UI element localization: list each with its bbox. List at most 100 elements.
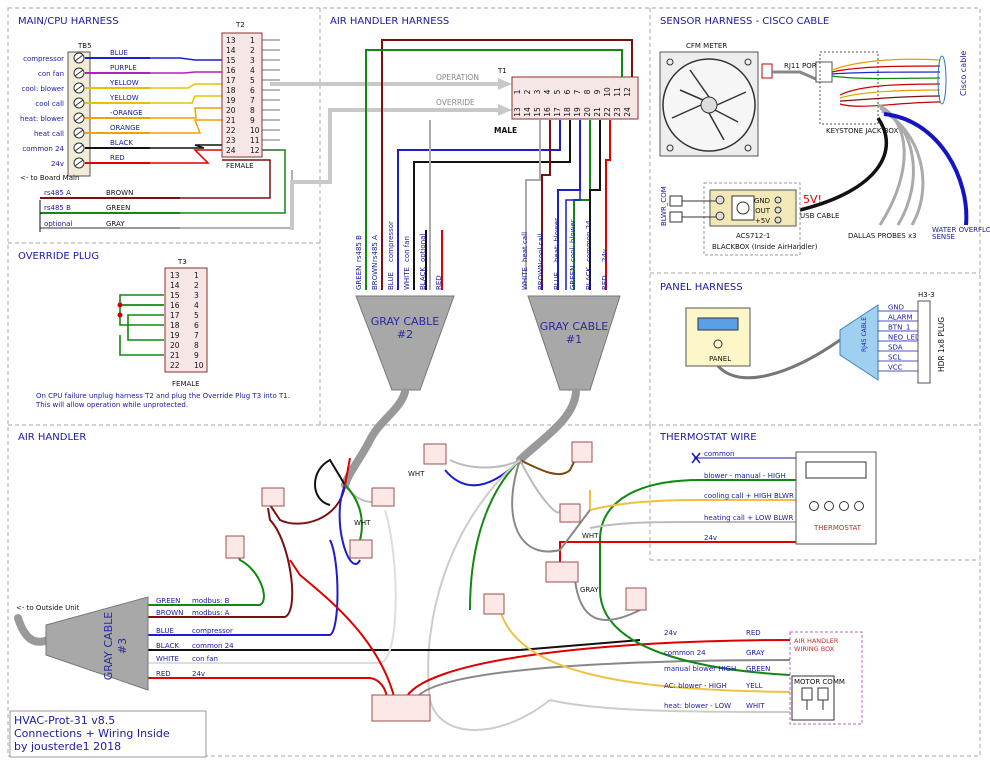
tb5-wire-route [150, 83, 222, 89]
t2-pin-right: 9 [250, 116, 255, 125]
t1-pin-top: 5 [553, 89, 562, 94]
panel-signal-label: NEO_LED [888, 334, 920, 342]
wiring-box-row-color: WHIT [746, 702, 765, 710]
thermostat-line-label: heating call + LOW BLWR [704, 514, 793, 522]
tb5-wire-route [150, 71, 222, 74]
t2-pin-left: 23 [226, 136, 236, 145]
wiring-box-row-function: manual blower HIGH [664, 665, 736, 673]
t1-pin-bottom: 19 [573, 107, 582, 117]
t3-pin-left: 19 [170, 331, 180, 340]
cable3-function-label: 24v [192, 670, 205, 678]
tb5-screws [73, 52, 85, 169]
rs485-a-label: rs485 A [44, 189, 71, 197]
section-title-sensor: SENSOR HARNESS - CISCO CABLE [660, 16, 829, 27]
rs485-b-label: rs485 B [44, 204, 71, 212]
blwr-com-label: BLWR_COM [660, 186, 668, 226]
cable2-function-label: optional [419, 234, 427, 262]
cable1-function-label: cool: blower [569, 219, 577, 262]
wiring-box-row-function: heat: blower - LOW [664, 702, 731, 710]
ah-wiring-box: AIR HANDLER WIRING BOX MOTOR COMM [789, 631, 863, 725]
section-title-panel: PANEL HARNESS [660, 282, 743, 293]
acs712-pin [774, 196, 782, 204]
t3-pin-right: 7 [194, 331, 199, 340]
acs712-pin [774, 216, 782, 224]
cable1-function-label: cool call [537, 233, 545, 262]
cable3-color-label: RED [156, 670, 171, 678]
cfm-meter: CFM METER [659, 42, 773, 157]
cable1-function-label: heat call [521, 232, 529, 262]
t1-pin-bottom: 16 [543, 107, 552, 117]
tb5-wire-route [150, 149, 222, 164]
tb5-wire-color: RED [110, 154, 125, 162]
cfm-meter-label: CFM METER [686, 42, 727, 50]
tb5-wire-color: YELLOW [109, 94, 139, 102]
cable3-color-label: BLACK [156, 642, 179, 650]
gray-label: GRAY [580, 586, 599, 594]
t1-pin-top: 2 [523, 89, 532, 94]
panel-signal-label: BTN_1 [888, 324, 910, 332]
cable1-color-label: BLACK [585, 267, 593, 290]
cable2-function-label: con fan [403, 236, 411, 262]
rs485-a-color: BROWN [106, 189, 133, 197]
t1-pin-bottom: 15 [533, 107, 542, 117]
override-note-line2: This will allow operation while unprotec… [35, 401, 188, 409]
title-block: HVAC-Prot-31 v8.5 Connections + Wiring I… [9, 710, 207, 758]
t1-pin-bottom: 22 [603, 107, 612, 117]
tb5-wire-route [150, 95, 222, 104]
tb5-wire-color: BLUE [110, 49, 128, 57]
t2-pin-left: 20 [226, 106, 236, 115]
t1-pin-bottom: 24 [623, 107, 632, 117]
panel-signal-label: GND [888, 304, 904, 312]
tb5-wire-color: BLACK [110, 139, 133, 147]
section-borders [7, 7, 981, 757]
cable2-color-label: BROWN [371, 263, 379, 290]
cable1-title-line1: GRAY CABLE [540, 320, 608, 333]
rj45-connector: RJ45 CABLE [839, 304, 879, 381]
motor-comm-label: MOTOR COMM [794, 678, 845, 686]
overflow-label-line2: SENSE [932, 233, 955, 241]
t1-harness-wires [365, 39, 633, 290]
tb5-terminal-label: heat call [34, 130, 64, 138]
t3-pin-left: 22 [170, 361, 180, 370]
hdr-plug: H3-3 HDR 1x8 PLUG [917, 291, 946, 384]
t3-gender: FEMALE [172, 380, 200, 388]
cable2-function-label: rs485 B [355, 235, 363, 262]
cable1-function-label: common 24 [585, 220, 593, 262]
t2-pin-right: 5 [250, 76, 255, 85]
cable1-color-label: BLUE [553, 272, 561, 290]
tb5-terminal-label: cool: blower [21, 85, 64, 93]
usb-cable-label: USB CABLE [800, 212, 839, 220]
t3-pin-left: 14 [170, 281, 180, 290]
t3-pin-right: 3 [194, 291, 199, 300]
t1-pin-top: 3 [533, 89, 542, 94]
t2-pin-left: 15 [226, 56, 236, 65]
rs485-b-color: GREEN [106, 204, 130, 212]
wiring-box-row-color: GREEN [746, 665, 770, 673]
t2-pin-right: 8 [250, 106, 255, 115]
t2-pin-right: 10 [250, 126, 260, 135]
t2-title: T2 [235, 21, 245, 29]
t1-pin-top: 12 [623, 87, 632, 97]
wiring-box-row-function: AC: blower - HIGH [664, 682, 727, 690]
tb5-wire-color: ORANGE [110, 124, 140, 132]
section-title-override: OVERRIDE PLUG [18, 251, 99, 262]
tb5-wires: BLUEPURPLEYELLOWYELLOW-ORANGEORANGEBLACK… [85, 49, 222, 164]
t3-pin-right: 2 [194, 281, 199, 290]
t1-title: T1 [497, 67, 507, 75]
tb5-screw-slot [74, 144, 84, 152]
t3-title: T3 [177, 258, 187, 266]
thermostat-line-label: blower - manual - HIGH [704, 472, 786, 480]
overflow-label-line1: WATER OVERFLOW [932, 226, 990, 234]
cable3-color-label: BROWN [156, 609, 183, 617]
tb5-screw-slot [74, 159, 84, 167]
tb5-terminal-label: 24v [51, 160, 64, 168]
t3-pin-right: 8 [194, 341, 199, 350]
t3-pin-left: 13 [170, 271, 180, 280]
t1-pin-bottom: 23 [613, 107, 622, 117]
